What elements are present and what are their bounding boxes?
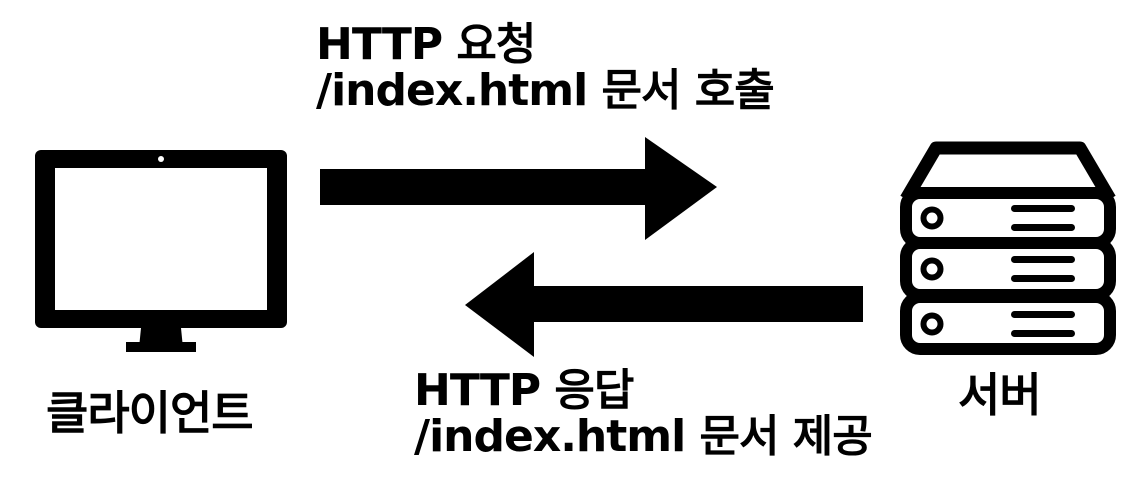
monitor-icon [35, 150, 287, 352]
server-icon [900, 141, 1116, 355]
server-led-1 [920, 206, 944, 230]
server-unit-3 [900, 291, 1116, 355]
response-label: HTTP 응답 /index.html 문서 제공 [414, 365, 873, 462]
response-title: HTTP 응답 [414, 365, 634, 416]
server-slot-3a [1011, 311, 1075, 318]
request-description: /index.html 문서 호출 [316, 64, 775, 116]
request-label: HTTP 요청 /index.html 문서 호출 [316, 19, 775, 116]
monitor-camera [158, 156, 164, 162]
request-title: HTTP 요청 [316, 19, 536, 70]
server-slot-2a [1011, 256, 1075, 263]
server-slot-3b [1011, 330, 1075, 337]
server-top-cover [900, 141, 1116, 203]
server-slot-2b [1011, 275, 1075, 282]
monitor-base [126, 342, 196, 352]
server-unit-1 [900, 187, 1116, 249]
request-arrow [320, 137, 717, 240]
server-slot-1b [1011, 224, 1075, 231]
server-led-2 [920, 257, 944, 281]
response-arrow [465, 252, 863, 357]
server-unit-2 [900, 237, 1116, 301]
client-label: 클라이언트 [46, 386, 254, 440]
monitor-screen [55, 168, 267, 310]
response-description: /index.html 문서 제공 [414, 410, 873, 462]
server-label: 서버 [958, 368, 1042, 422]
server-slot-1a [1011, 205, 1075, 212]
server-led-3 [920, 312, 944, 336]
